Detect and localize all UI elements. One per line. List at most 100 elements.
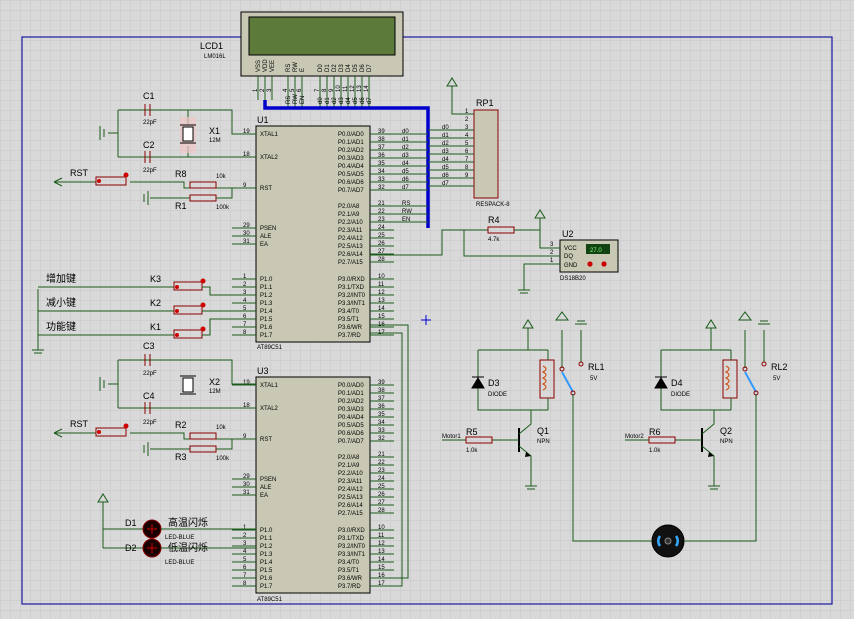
c4-ref: C4 bbox=[143, 391, 155, 401]
base-resistor-value: 1.0k bbox=[649, 448, 661, 454]
mcu-pin-number: 13 bbox=[378, 549, 385, 555]
mcu-pin-label: XTAL2 bbox=[260, 406, 279, 412]
key-label: 减小键 bbox=[46, 296, 76, 309]
rp1-body bbox=[473, 109, 499, 199]
mcu-pin-label: P1.0 bbox=[260, 528, 273, 534]
u3-mcu[interactable]: U3 AT89C51 XTAL119XTAL218RST9PSEN29ALE30… bbox=[232, 366, 394, 603]
mcu-pin-label: P2.6/A14 bbox=[338, 503, 363, 509]
lcd-wire-label: EN bbox=[300, 96, 306, 104]
mcu-pin-label: P1.2 bbox=[260, 293, 273, 299]
mcu-pin-number: 6 bbox=[243, 565, 247, 571]
mcu-pin-label: XTAL1 bbox=[260, 132, 279, 138]
relay-value: 5V bbox=[590, 376, 597, 382]
u1-model: AT89C51 bbox=[257, 345, 283, 351]
lcd-pin-number: 11 bbox=[343, 85, 349, 92]
mcu-pin-number: 33 bbox=[378, 177, 385, 183]
mcu-pin-label: P2.4/A12 bbox=[338, 236, 363, 242]
rp1-net-label: d4 bbox=[442, 157, 449, 163]
lcd-pin-number: 3 bbox=[267, 88, 273, 92]
mcu-pin-number: 31 bbox=[243, 239, 250, 245]
lcd-pin-label: D7 bbox=[367, 64, 373, 72]
u2-pin-vcc: VCC bbox=[564, 246, 577, 252]
x2-ref: X2 bbox=[209, 377, 220, 387]
mcu-pin-number: 24 bbox=[378, 476, 385, 482]
x2-value: 12M bbox=[209, 389, 221, 395]
rst-switch-1[interactable] bbox=[97, 179, 101, 183]
rp1-pin-number: 7 bbox=[465, 157, 469, 163]
lcd-pin-number: 8 bbox=[322, 88, 328, 92]
motor[interactable] bbox=[572, 394, 757, 558]
mcu-pin-label: P0.0/AD0 bbox=[338, 383, 364, 389]
lcd-component[interactable]: LCD1 LM016L VSS1VDD2VEE3RS4RW5E6D07D18D2… bbox=[200, 11, 404, 100]
lcd-wire-label: RS bbox=[286, 96, 292, 104]
mcu-pin-label: XTAL1 bbox=[260, 383, 279, 389]
mcu-pin-number: 22 bbox=[378, 460, 385, 466]
mcu-pin-label: P0.2/AD2 bbox=[338, 148, 364, 154]
mcu-net-label: d4 bbox=[402, 161, 409, 167]
mcu-pin-label: ALE bbox=[260, 234, 271, 240]
diode-ref: D3 bbox=[488, 378, 500, 388]
c1-ref: C1 bbox=[143, 91, 155, 101]
mcu-pin-label: P2.1/A9 bbox=[338, 463, 360, 469]
c4-value: 22pF bbox=[143, 420, 157, 426]
lcd-pin-label: D6 bbox=[360, 64, 366, 72]
transistor-type: NPN bbox=[537, 439, 550, 445]
d1-model: LED-BLUE bbox=[165, 535, 194, 541]
d2-ref: D2 bbox=[125, 543, 137, 553]
u1-oscillator[interactable]: C1 22pF C2 22pF X1 12M bbox=[99, 91, 256, 174]
rp1-ref: RP1 bbox=[476, 98, 494, 108]
key-switch[interactable] bbox=[175, 285, 179, 289]
mcu-pin-number: 37 bbox=[378, 145, 385, 151]
mcu-pin-number: 5 bbox=[243, 557, 247, 563]
mcu-pin-label: P2.1/A9 bbox=[338, 212, 360, 218]
mcu-net-label: EN bbox=[402, 217, 410, 223]
mcu-pin-number: 6 bbox=[243, 314, 247, 320]
lcd-wire-label: d3 bbox=[339, 97, 345, 104]
u1-mcu[interactable]: U1 AT89C51 XTAL119XTAL218RST9PSEN29ALE30… bbox=[232, 115, 428, 351]
u3-reset[interactable]: RST R2 10k R3 100k bbox=[53, 419, 256, 462]
mcu-net-label: d6 bbox=[402, 177, 409, 183]
key-switch[interactable] bbox=[175, 333, 179, 337]
u3-oscillator[interactable]: C3 22pF C4 22pF X2 12M bbox=[99, 341, 256, 426]
u3-model: AT89C51 bbox=[257, 597, 283, 603]
lcd-pin-label: RS bbox=[286, 64, 292, 72]
u2-down-button[interactable] bbox=[587, 261, 593, 267]
mcu-pin-label: RST bbox=[260, 186, 272, 192]
u1-reset[interactable]: RST R8 10k R1 100k bbox=[53, 168, 256, 211]
u2-ds18b20[interactable]: U2 VCC DQ GND 27.0 DS18B20 3 2 1 R4 4.7k bbox=[370, 209, 619, 294]
mcu-pin-label: P1.1 bbox=[260, 536, 273, 542]
u1-u3-link-2 bbox=[370, 332, 403, 587]
mcu-pin-number: 12 bbox=[378, 541, 385, 547]
mcu-pin-number: 7 bbox=[243, 573, 247, 579]
mcu-pin-number: 37 bbox=[378, 396, 385, 402]
leds-group[interactable]: D1 高温闪烁 LED-BLUE D2 低温闪烁 LED-BLUE bbox=[97, 493, 256, 566]
mcu-pin-label: EA bbox=[260, 493, 268, 499]
mcu-pin-number: 4 bbox=[243, 298, 247, 304]
mcu-pin-label: P1.0 bbox=[260, 277, 273, 283]
mcu-pin-label: P3.5/T1 bbox=[338, 317, 360, 323]
mcu-pin-label: P2.0/A8 bbox=[338, 455, 360, 461]
mcu-pin-label: P3.1/TXD bbox=[338, 285, 365, 291]
key-switch[interactable] bbox=[175, 309, 179, 313]
mcu-pin-number: 25 bbox=[378, 484, 385, 490]
r3-value: 100k bbox=[216, 456, 230, 462]
mcu-pin-label: P2.4/A12 bbox=[338, 487, 363, 493]
c1-value: 22pF bbox=[143, 120, 157, 126]
mcu-pin-label: P0.1/AD1 bbox=[338, 140, 364, 146]
mcu-pin-label: P1.7 bbox=[260, 584, 273, 590]
mcu-pin-number: 15 bbox=[378, 565, 385, 571]
mcu-pin-label: P3.0/RXD bbox=[338, 277, 365, 283]
u2-up-button[interactable] bbox=[601, 261, 607, 267]
key-label: 增加键 bbox=[46, 272, 76, 285]
mcu-pin-number: 18 bbox=[243, 403, 250, 409]
lcd-pin-label: VEE bbox=[270, 60, 276, 72]
rst-switch-2[interactable] bbox=[97, 430, 101, 434]
mcu-pin-number: 28 bbox=[378, 257, 385, 263]
rp1-pin-number: 4 bbox=[465, 133, 469, 139]
